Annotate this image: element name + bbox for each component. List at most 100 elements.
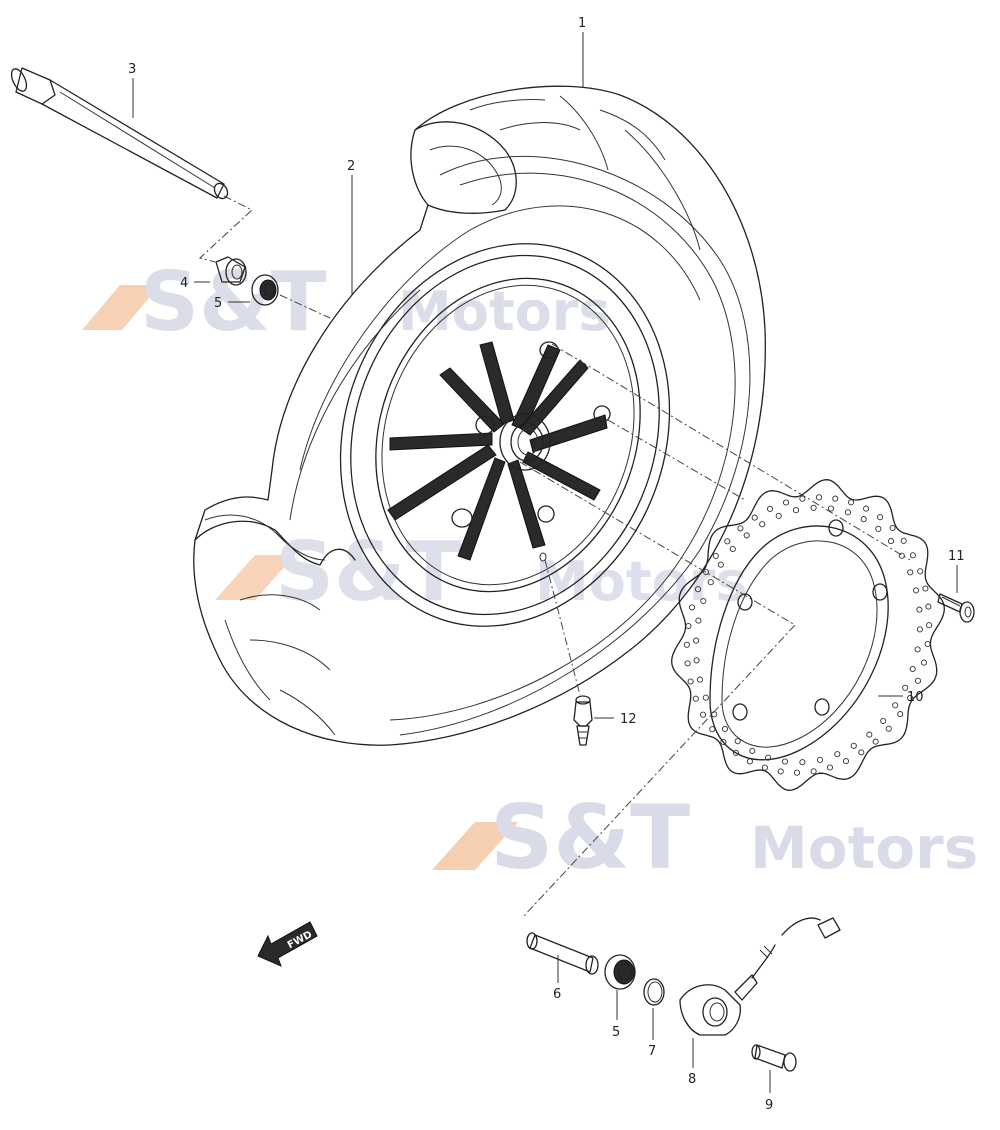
watermark-tagline: Motors [398,280,611,343]
callout-rim: 2 [347,159,355,174]
leader-lines [132,32,958,1093]
disc-vent-hole [793,769,801,776]
disc-vent-hole [907,694,914,702]
disc-vent-hole [850,742,857,749]
disc-vent-hole [863,505,870,512]
disc-vent-hole [720,738,727,746]
disc-vent-hole [909,665,916,673]
disc-vent-hole [689,604,696,611]
disc-vent-hole [775,512,782,519]
disc-vent-hole [827,505,835,512]
disc-vent-hole [844,509,851,516]
disc-vent-hole [875,525,882,532]
disc-vent-hole [924,640,931,648]
disc-vent-hole [887,538,895,545]
disc-vent-hole [696,676,703,683]
disc-vent-hole [926,622,933,629]
disc-vent-hole [777,768,784,775]
disc-bosses [451,341,611,528]
disc-vent-hole [685,622,692,630]
disc-vent-hole [792,507,800,514]
spacer [526,932,599,975]
disc-vent-hole [702,694,709,701]
disc-vent-hole [866,731,873,738]
disc-vent-hole [877,514,884,521]
disc-vent-hole [692,695,699,702]
disc-vent-hole [858,749,865,756]
disc-bolt-holes [732,519,888,721]
disc-vent-hole [916,626,923,633]
callout-collar: 4 [180,276,188,291]
callout-bearing-left: 5 [214,296,222,311]
disc-vent-hole [693,657,700,664]
disc-vent-hole [922,585,929,592]
disc-vent-hole [781,758,789,765]
spokes [387,341,608,561]
rim [339,243,671,627]
disc-vent-hole [799,759,806,766]
watermark-stripe-icon [82,285,160,330]
watermark-stripe-icon [215,555,295,600]
callout-spacer: 6 [553,987,561,1002]
disc-vent-hole [860,516,867,523]
disc-vent-hole [885,725,892,732]
disc-vent-hole [693,637,700,644]
disc-vent-hole [761,764,768,771]
disc-vent-hole [826,764,834,771]
callout-oring: 7 [648,1044,656,1059]
disc-vent-hole [743,532,750,539]
disc-vent-hole [909,552,916,559]
watermark-brand: S&T [490,786,690,889]
watermark-tagline: Motors [535,550,748,613]
disc-vent-hole [717,561,724,568]
disc-vent-hole [799,495,806,502]
disc-vent-hole [687,678,694,685]
callout-axle: 3 [128,62,136,77]
disc-vent-hole [889,524,896,532]
disc-vent-holes [683,494,933,776]
alignment-lines [198,195,911,919]
disc-vent-hole [766,505,774,512]
watermark-bottom: S&T Motors [432,786,978,889]
tire [193,85,766,746]
disc-vent-hole [815,494,823,501]
disc-vent-hole [872,738,879,745]
disc-vent-hole [700,711,707,718]
disc-vent-hole [695,617,702,624]
disc-vent-hole [900,537,907,544]
disc-vent-hole [907,569,914,576]
disc-vent-hole [709,726,716,733]
disc-vent-hole [683,641,690,648]
disc-vent-hole [816,756,824,763]
disc-vent-hole [892,702,899,709]
watermark-middle: S&T Motors [215,525,748,620]
disc-vent-hole [902,684,909,691]
watermark-brand: S&T [275,525,462,620]
disc-vent-hole [751,514,758,521]
disc-vent-hole [897,711,904,718]
disc-vent-hole [914,677,922,684]
disc-vent-hole [880,717,887,725]
disc-vent-hole [913,587,920,594]
disc-vent-hole [920,659,927,666]
collar-right [751,1044,797,1072]
valve [573,695,593,746]
oring [643,978,665,1006]
bearing-left [251,274,279,306]
watermark-stripe-icon [432,822,518,870]
disc-vent-hole [917,568,924,575]
disc-vent-hole [749,747,756,754]
disc-vent-hole [729,545,736,553]
disc-vent-hole [711,711,718,718]
disc-vent-hole [765,754,772,761]
disc-vent-hole [782,499,790,506]
disc-vent-hole [810,504,817,511]
collar-left [215,256,247,286]
disc-vent-hole [759,521,766,528]
disc-vent-hole [848,499,855,506]
disc-vent-hole [712,552,719,559]
disc-vent-hole [916,606,923,613]
callout-valve: 12 [620,712,637,727]
disc-vent-hole [925,603,932,610]
disc-vent-hole [694,586,702,593]
